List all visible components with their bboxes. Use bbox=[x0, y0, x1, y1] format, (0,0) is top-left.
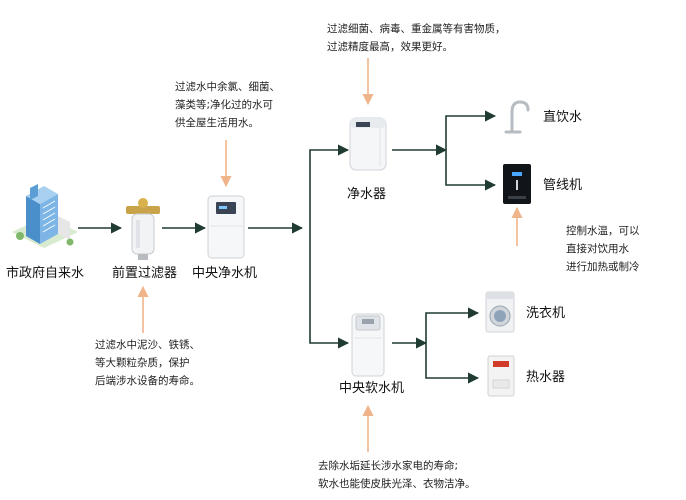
note-line: 过滤水中泥沙、铁锈、 bbox=[95, 339, 200, 351]
note-line: 后端涉水设备的寿命。 bbox=[95, 375, 200, 387]
note-central-purifier: 过滤水中余氯、细菌、 藻类等;净化过的水可 供全屋生活用水。 bbox=[175, 78, 280, 132]
label-tap-water: 市政府自来水 bbox=[6, 266, 85, 281]
arrow-junction-to-water-purifier bbox=[309, 144, 350, 228]
water-purifier-icon bbox=[349, 117, 387, 171]
note-line: 等大颗粒杂质，保护 bbox=[95, 357, 190, 369]
label-central-purifier: 中央净水机 bbox=[192, 266, 258, 281]
note-line: 直接对饮用水 bbox=[566, 243, 629, 255]
central-purifier-icon bbox=[207, 195, 245, 259]
flow-arrows bbox=[78, 110, 497, 384]
building-icon bbox=[12, 184, 78, 248]
arrow-branch-to-washer bbox=[425, 307, 480, 343]
note-line: 过滤水中余氯、细菌、 bbox=[175, 81, 280, 93]
label-central-softener: 中央软水机 bbox=[339, 381, 405, 396]
note-line: 藻类等;净化过的水可 bbox=[175, 99, 274, 111]
note-line: 过滤精度最高，效果更好。 bbox=[327, 41, 453, 53]
note-line: 软水也能使皮肤光泽、衣物洁净。 bbox=[318, 478, 476, 490]
arrow-branch-to-pipeline bbox=[445, 150, 497, 191]
central-softener-icon bbox=[351, 313, 385, 377]
washing-machine-icon bbox=[485, 291, 515, 333]
note-line: 供全屋生活用水。 bbox=[175, 117, 259, 129]
note-line: 控制水温，可以 bbox=[566, 225, 640, 237]
note-pipeline-machine: 控制水温，可以 直接对饮用水 进行加热或制冷 bbox=[566, 222, 640, 276]
note-line: 过滤细菌、病毒、重金属等有害物质， bbox=[327, 23, 506, 35]
water-heater-icon bbox=[487, 355, 515, 397]
note-arrows bbox=[137, 58, 523, 452]
faucet-icon bbox=[504, 100, 530, 134]
note-central-softener: 去除水垢延长涉水家电的寿命; 软水也能使皮肤光泽、衣物洁净。 bbox=[318, 457, 476, 493]
note-line: 去除水垢延长涉水家电的寿命; bbox=[318, 460, 459, 472]
arrow-branch-to-direct-drinking bbox=[445, 110, 497, 150]
arrow-branch-to-heater bbox=[425, 343, 480, 384]
label-washing-machine: 洗衣机 bbox=[526, 306, 566, 321]
pipeline-machine-icon bbox=[503, 164, 531, 204]
label-water-purifier: 净水器 bbox=[347, 187, 387, 202]
label-water-heater: 热水器 bbox=[526, 370, 566, 385]
label-pipeline-machine: 管线机 bbox=[543, 178, 583, 193]
note-line: 进行加热或制冷 bbox=[566, 261, 640, 273]
note-water-purifier: 过滤细菌、病毒、重金属等有害物质， 过滤精度最高，效果更好。 bbox=[327, 20, 506, 56]
label-prefilter: 前置过滤器 bbox=[112, 266, 178, 281]
note-prefilter: 过滤水中泥沙、铁锈、 等大颗粒杂质，保护 后端涉水设备的寿命。 bbox=[95, 336, 200, 390]
prefilter-icon bbox=[126, 198, 160, 260]
arrow-junction-to-softener bbox=[309, 228, 350, 349]
label-direct-drinking: 直饮水 bbox=[543, 110, 583, 125]
